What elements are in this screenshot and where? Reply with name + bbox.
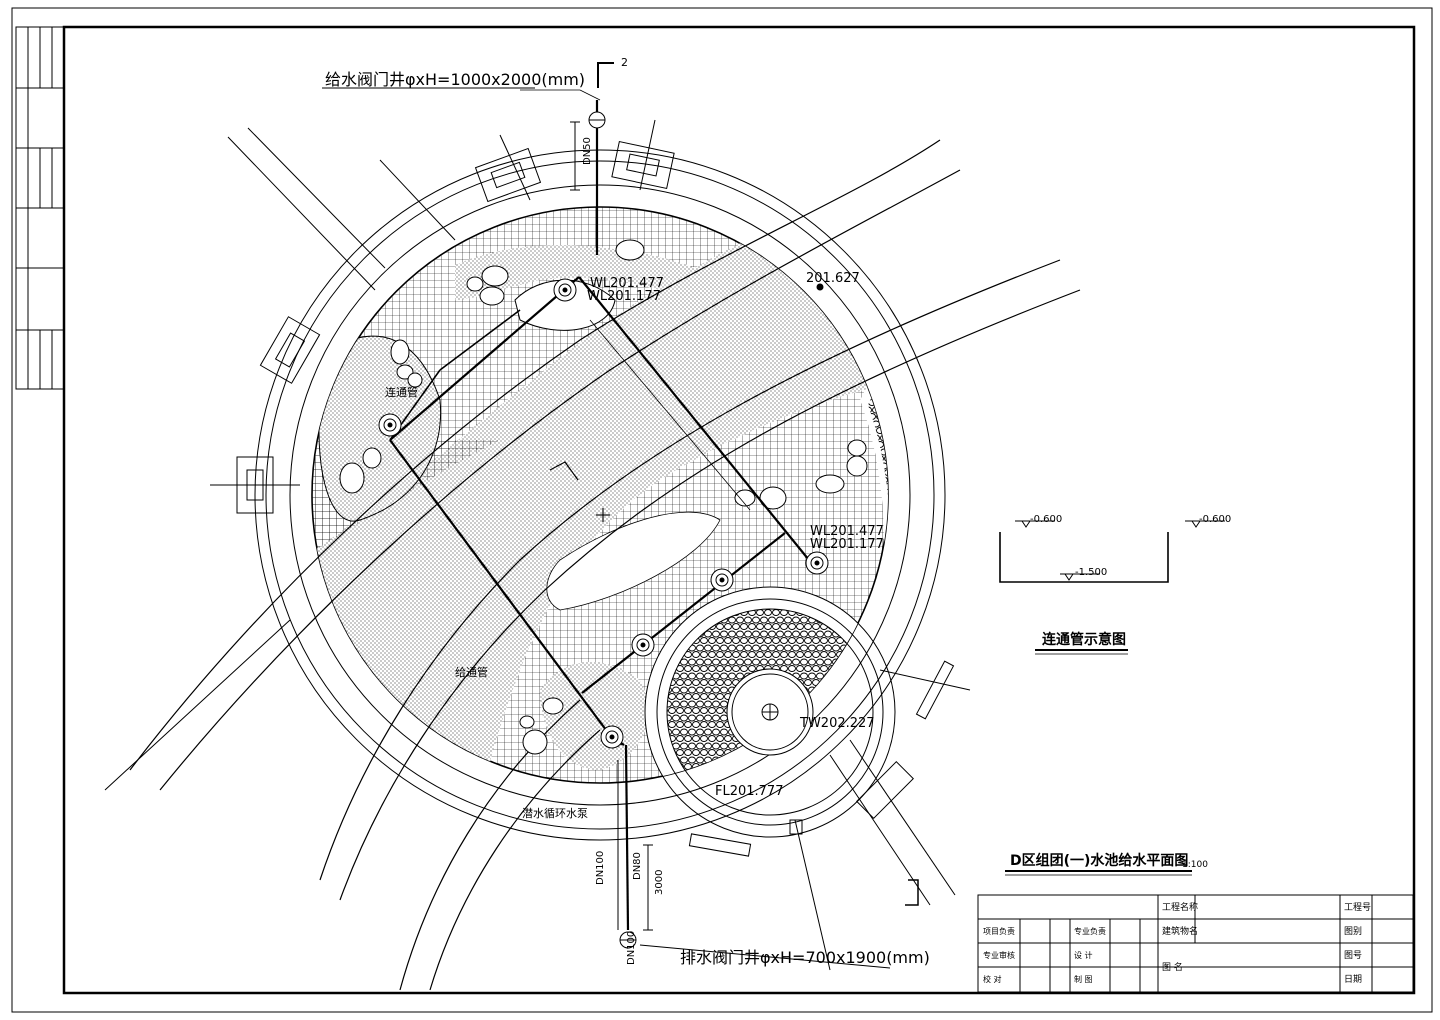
tw-level-label: TW202.227 xyxy=(799,716,875,731)
supply-pipe-label: 给通管 xyxy=(455,665,488,679)
section-level-left: -0.600 xyxy=(1030,514,1062,525)
section-marker xyxy=(597,62,614,88)
pump-label: 潜水循环水泵 xyxy=(522,806,588,820)
outer-sheet-border xyxy=(11,7,1433,1013)
drain-leader xyxy=(639,944,891,969)
tb-drawing-no: 图号 xyxy=(1344,950,1362,961)
fl-level-label: FL201.777 xyxy=(715,784,783,799)
tb-project-name: 工程名称 xyxy=(1162,901,1198,913)
tb-project-no: 工程号 xyxy=(1344,902,1371,913)
tb-discipline-review: 专业审核 xyxy=(983,950,1015,960)
wl-right-2: WL201.177 xyxy=(810,537,884,552)
tb-drawing-type: 图别 xyxy=(1344,926,1362,937)
drain-valve-well-label: 排水阀门井φxH=700x1900(mm) xyxy=(680,948,930,967)
corner-marks xyxy=(905,879,919,906)
curved-road xyxy=(129,139,1081,991)
dim-label-top: DN50 xyxy=(582,137,593,165)
wl-top-2: WL201.177 xyxy=(587,289,661,304)
revision-strip xyxy=(15,26,65,390)
dim-3000-label: 3000 xyxy=(654,870,665,895)
fountain-plaza xyxy=(644,586,896,838)
dn100-well-label: DN100 xyxy=(626,931,637,965)
ground-level-label: 201.627 xyxy=(806,271,860,286)
tb-check: 校 对 xyxy=(983,974,1002,984)
section-detail xyxy=(999,520,1225,583)
tb-design: 设 计 xyxy=(1074,950,1093,960)
planter-boxes xyxy=(236,140,955,857)
connect-pipe-label: 连通管 xyxy=(385,385,418,399)
dimension-bottom xyxy=(643,844,653,931)
wl-right-1: WL201.477 xyxy=(810,524,884,539)
fountain-nozzles xyxy=(378,111,829,949)
pipes xyxy=(389,89,814,931)
boulders xyxy=(339,239,868,755)
center-mark xyxy=(549,461,610,522)
tb-discipline-lead: 专业负责 xyxy=(1074,926,1106,936)
title-block-labels: 工程名称 工程号 项目负责 专业负责 建筑物名 图别 专业审核 设 计 图 名 … xyxy=(983,901,1371,985)
pipe-dn80-label: DN80 xyxy=(632,852,643,880)
section-level-bottom: -1.500 xyxy=(1075,567,1107,578)
plan-scale: 1:100 xyxy=(1182,860,1208,870)
tb-date: 日期 xyxy=(1344,974,1362,985)
tb-drawing-name: 图 名 xyxy=(1162,961,1183,973)
tb-project-review: 项目负责 xyxy=(983,926,1015,936)
tb-draft: 制 图 xyxy=(1074,974,1093,984)
wl-top-1: WL201.477 xyxy=(590,276,664,291)
dimension-top xyxy=(570,121,580,191)
section-detail-title: 连通管示意图 xyxy=(1042,631,1126,648)
pipe-dn100-label: DN100 xyxy=(595,851,606,885)
drawing-frame xyxy=(62,25,1416,995)
title-block xyxy=(977,894,1414,993)
section-level-right: -0.600 xyxy=(1199,514,1231,525)
section-number: 2 xyxy=(621,56,628,69)
plan-title: D区组团(一)水池给水平面图 xyxy=(1010,852,1188,869)
tb-drawing-content: 建筑物名 xyxy=(1162,925,1198,937)
supply-valve-well-label: 给水阀门井φxH=1000x2000(mm) xyxy=(325,70,585,89)
